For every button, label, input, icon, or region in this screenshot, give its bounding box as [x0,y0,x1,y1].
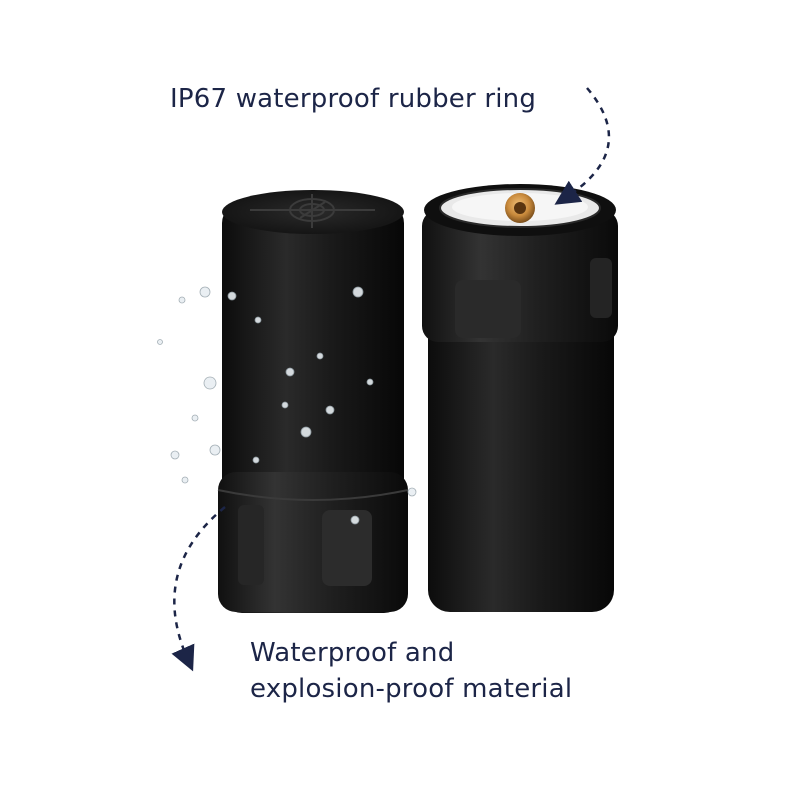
label-ip67-rubber-ring: IP67 waterproof rubber ring [170,84,537,114]
right-cylinder [422,184,618,612]
water-droplets [157,286,417,525]
crosshair-emblem-icon [250,194,375,228]
label-waterproof-line2: explosion-proof material [250,674,573,704]
label-waterproof-line1: Waterproof and [250,638,455,668]
left-cylinder [157,190,417,613]
brass-connector-icon [505,193,535,223]
arrow-to-bottom-ring [171,506,226,672]
arrow-to-rubber-ring [554,87,611,205]
